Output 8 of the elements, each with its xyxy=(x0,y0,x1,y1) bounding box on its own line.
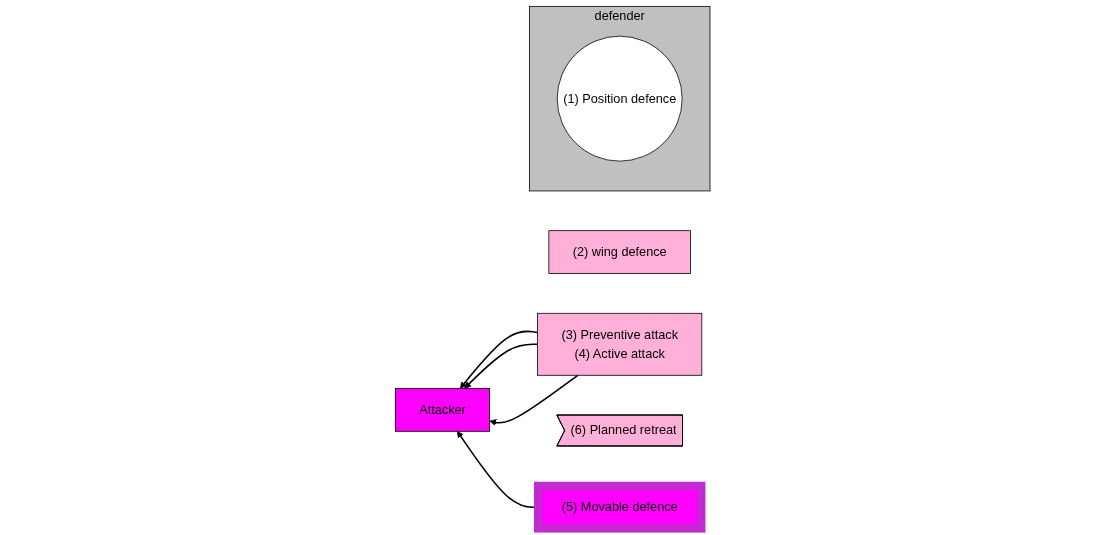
node-box: (5) Movable defence xyxy=(533,481,706,533)
node-box: Attacker xyxy=(394,388,490,432)
arrow xyxy=(463,343,539,389)
arrow xyxy=(489,374,579,426)
node-box: (3) Preventive attack (4) Active attack xyxy=(537,312,703,376)
node-circle: (1) Position defence xyxy=(556,35,683,162)
node-box: (2) wing defence xyxy=(548,230,691,274)
arrow xyxy=(459,330,539,389)
